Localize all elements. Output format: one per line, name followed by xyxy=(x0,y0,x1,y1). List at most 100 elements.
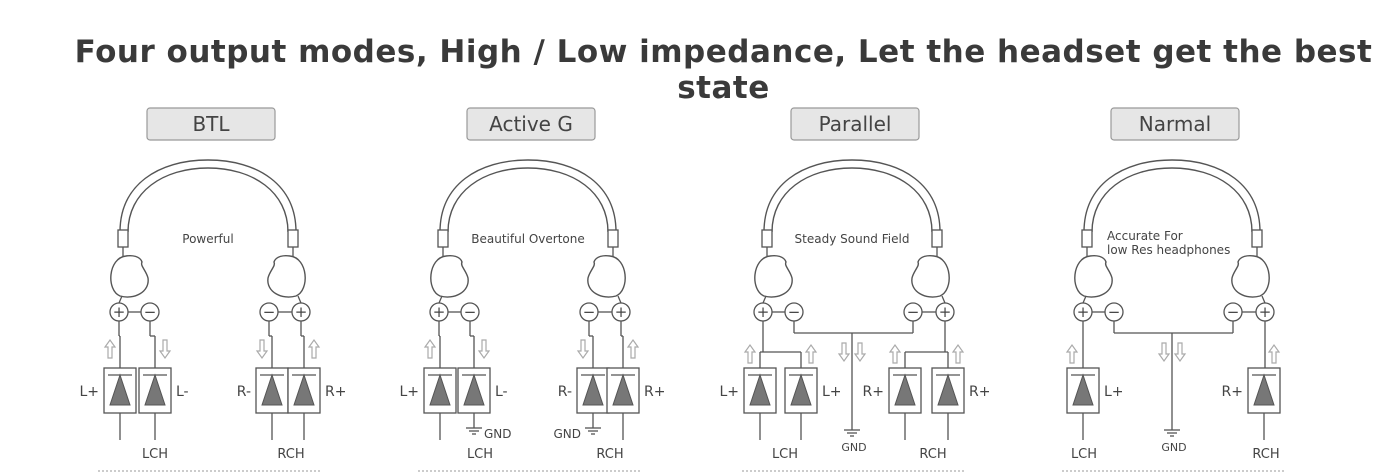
wire xyxy=(941,295,946,304)
hinge xyxy=(117,229,129,248)
arrow-down-icon xyxy=(853,342,867,363)
plus-terminal: + xyxy=(291,302,311,322)
headphone-icon: Steady Sound Field xyxy=(754,159,950,298)
gnd-label: GND xyxy=(484,427,512,441)
arrow-up-icon xyxy=(423,338,437,359)
amplifier-label: R- xyxy=(558,384,572,400)
arrow-up-icon xyxy=(103,338,117,359)
terminal-symbol: + xyxy=(113,303,126,321)
ground-icon xyxy=(1164,429,1180,437)
amplifier-triangle-icon xyxy=(1072,373,1094,406)
amplifier-label: R- xyxy=(237,384,251,400)
hinge xyxy=(607,229,619,248)
amplifier-triangle-icon xyxy=(144,373,166,406)
amplifier: L- xyxy=(457,367,508,414)
wire xyxy=(438,295,443,304)
minus-terminal: − xyxy=(1223,302,1243,322)
arrow-up-icon xyxy=(743,343,757,364)
amplifier-triangle-icon xyxy=(582,373,604,406)
minus-terminal: − xyxy=(579,302,599,322)
amplifier: L- xyxy=(138,367,189,414)
gnd-label: GND xyxy=(553,427,581,441)
terminal-symbol: + xyxy=(757,303,770,321)
amplifier-label: R+ xyxy=(325,384,346,400)
headband xyxy=(439,159,617,233)
headband xyxy=(1083,159,1261,233)
headphone-icon: Powerful xyxy=(110,159,306,298)
right-earcup xyxy=(911,254,950,298)
terminal-symbol: − xyxy=(788,303,801,321)
amplifier-triangle-icon xyxy=(429,373,451,406)
right-earcup xyxy=(587,254,626,298)
amplifier: R- xyxy=(558,367,610,414)
headband xyxy=(119,159,297,233)
amplifier: R- xyxy=(237,367,289,414)
amplifier-triangle-icon xyxy=(109,373,131,406)
mode-caption: Powerful xyxy=(182,232,233,246)
headband-inner xyxy=(127,167,289,233)
hinge xyxy=(1251,229,1263,248)
right-channel-label: RCH xyxy=(1252,447,1279,462)
wire xyxy=(297,295,302,304)
mode-caption: Steady Sound Field xyxy=(795,232,910,246)
mode-label-box xyxy=(466,107,596,141)
arrow-down-icon xyxy=(255,339,269,360)
right-earcup xyxy=(1231,254,1270,298)
amplifier: L+ xyxy=(79,367,137,414)
amplifier-label: L+ xyxy=(822,384,842,400)
amplifier-label: L+ xyxy=(399,384,419,400)
amplifier-triangle-icon xyxy=(1253,373,1275,406)
minus-terminal: − xyxy=(259,302,279,322)
left-channel-label: LCH xyxy=(772,447,798,462)
plus-terminal: + xyxy=(1255,302,1275,322)
arrow-up-icon xyxy=(951,343,965,364)
terminal-symbol: + xyxy=(1259,303,1272,321)
left-earcup xyxy=(430,254,469,298)
mode-caption: low Res headphones xyxy=(1107,243,1230,257)
mode-name: Active G xyxy=(489,112,573,136)
wire xyxy=(762,295,767,304)
terminal-symbol: + xyxy=(615,303,628,321)
terminal-symbol: − xyxy=(907,303,920,321)
hinge xyxy=(437,229,449,248)
page-title: Four output modes, High / Low impedance,… xyxy=(74,34,1373,106)
mode-label-box xyxy=(146,107,276,141)
plus-terminal: + xyxy=(109,302,129,322)
left-earcup xyxy=(754,254,793,298)
minus-terminal: − xyxy=(460,302,480,322)
right-channel-label: RCH xyxy=(596,447,623,462)
amplifier-label: R+ xyxy=(1222,384,1243,400)
mode-name: Narmal xyxy=(1139,112,1211,136)
minus-terminal: − xyxy=(1104,302,1124,322)
amplifier-triangle-icon xyxy=(612,373,634,406)
arrow-up-icon xyxy=(804,343,818,364)
amplifier-label: L+ xyxy=(1104,384,1124,400)
mode-label-box xyxy=(1110,107,1240,141)
amplifier-triangle-icon xyxy=(293,373,315,406)
headband-inner xyxy=(1091,167,1253,233)
hinge xyxy=(931,229,943,248)
arrow-down-icon xyxy=(477,339,491,360)
plus-terminal: + xyxy=(753,302,773,322)
wire xyxy=(1261,295,1266,304)
amplifier: R+ xyxy=(606,367,665,414)
terminal-symbol: − xyxy=(1108,303,1121,321)
amplifier: L+ xyxy=(784,367,842,414)
arrow-up-icon xyxy=(626,338,640,359)
arrow-up-icon xyxy=(888,343,902,364)
plus-terminal: + xyxy=(429,302,449,322)
right-channel-label: RCH xyxy=(277,447,304,462)
mode-name: Parallel xyxy=(819,112,892,136)
terminal-symbol: − xyxy=(144,303,157,321)
amplifier-triangle-icon xyxy=(894,373,916,406)
amplifier: L+ xyxy=(399,367,457,414)
minus-terminal: − xyxy=(784,302,804,322)
wire xyxy=(617,295,622,304)
minus-terminal: − xyxy=(140,302,160,322)
